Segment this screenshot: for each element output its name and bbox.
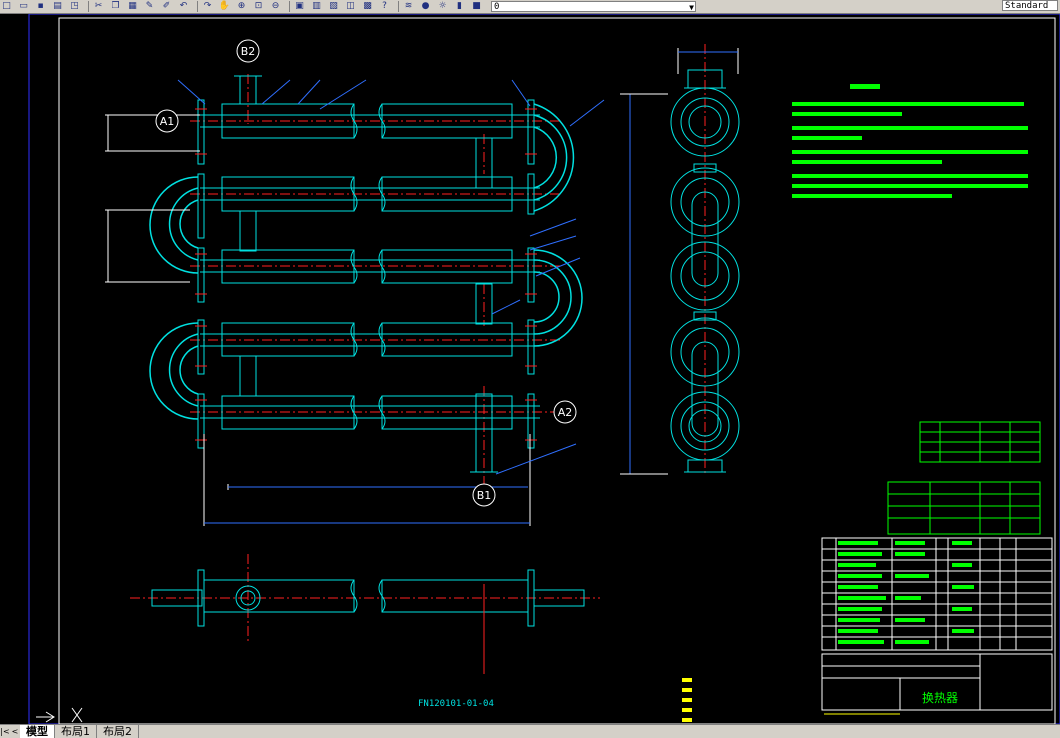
side-view (620, 44, 740, 475)
designcenter-icon[interactable]: ▥ (312, 1, 321, 11)
callout-a1-label: A1 (160, 115, 175, 128)
title-block (821, 653, 1053, 715)
top-view (130, 554, 600, 674)
bulb-icon[interactable]: ● (421, 1, 430, 11)
callout-b2-label: B2 (241, 45, 256, 58)
callout-a2: A2 (553, 400, 577, 424)
markup-icon[interactable]: ◫ (346, 1, 355, 11)
tab-layout1[interactable]: 布局1 (55, 725, 97, 738)
properties-icon[interactable]: ▣ (295, 1, 304, 11)
callout-b1-label: B1 (477, 489, 492, 502)
quickcalc-icon[interactable]: ▩ (363, 1, 372, 11)
brush-icon[interactable]: ✐ (162, 1, 171, 11)
front-view (105, 74, 631, 526)
cut-icon[interactable]: ✂ (94, 1, 103, 11)
callout-b1: B1 (472, 483, 496, 507)
pan-icon[interactable]: ✋ (218, 1, 231, 11)
layout-tabs: |< < 模型 布局1 布局2 (0, 724, 1060, 738)
drawing-number: FN120101-01-04 (418, 699, 494, 709)
zoom-previous-icon[interactable]: ⊖ (271, 1, 280, 11)
callout-a2-label: A2 (558, 406, 573, 419)
zoom-window-icon[interactable]: ⊡ (254, 1, 263, 11)
tab-layout2[interactable]: 布局2 (97, 725, 139, 738)
open-icon[interactable]: ▭ (19, 1, 28, 11)
toolpalettes-icon[interactable]: ▧ (329, 1, 338, 11)
save-icon[interactable]: ▪ (37, 1, 44, 11)
callout-a1: A1 (155, 109, 179, 133)
parts-list (821, 537, 1053, 651)
layer-dropdown[interactable]: 0▼ (491, 1, 696, 12)
zoom-realtime-icon[interactable]: ⊕ (237, 1, 246, 11)
ucs-icon (36, 707, 83, 723)
title-name: 换热器 (922, 691, 958, 705)
standard-toolbar: □▭▪▤◳✂❐▦✎✐↶↷✋⊕⊡⊖▣▥▧◫▩?≋●☼▮■0▼Standard (0, 0, 1060, 14)
toolbar-separator (197, 1, 198, 12)
callout-b2: B2 (236, 39, 260, 63)
toolbar-separator (88, 1, 89, 12)
tab-model[interactable]: 模型 (20, 725, 55, 738)
plot-icon[interactable]: ▤ (53, 1, 62, 11)
text-style-dropdown[interactable]: Standard (1002, 0, 1058, 11)
paste-icon[interactable]: ▦ (128, 1, 137, 11)
design-data-table (887, 481, 1041, 535)
technical-requirements (792, 84, 1028, 198)
drawing-canvas[interactable]: A1 B2 A2 B1 (0, 14, 1060, 725)
nozzle-table (919, 421, 1041, 463)
copy-icon[interactable]: ❐ (111, 1, 120, 11)
lock-icon[interactable]: ▮ (457, 1, 462, 11)
tab-nav-prev-icon[interactable]: < (11, 727, 19, 736)
preview-icon[interactable]: ◳ (70, 1, 79, 11)
chevron-down-icon[interactable]: ▼ (689, 3, 694, 12)
undo-icon[interactable]: ↶ (179, 1, 188, 11)
new-icon[interactable]: □ (2, 1, 11, 11)
toolbar-separator (398, 1, 399, 12)
layer-dropdown-value: 0 (494, 2, 500, 12)
color-square-icon[interactable]: ■ (472, 1, 481, 11)
sun-icon[interactable]: ☼ (438, 1, 447, 11)
revision-column (682, 678, 692, 722)
help-icon[interactable]: ? (382, 1, 387, 11)
tab-nav-first-icon[interactable]: |< (0, 727, 10, 736)
redo-icon[interactable]: ↷ (203, 1, 212, 11)
toolbar-separator (289, 1, 290, 12)
layer-manager-icon[interactable]: ≋ (404, 1, 413, 11)
matchprop-icon[interactable]: ✎ (145, 1, 154, 11)
